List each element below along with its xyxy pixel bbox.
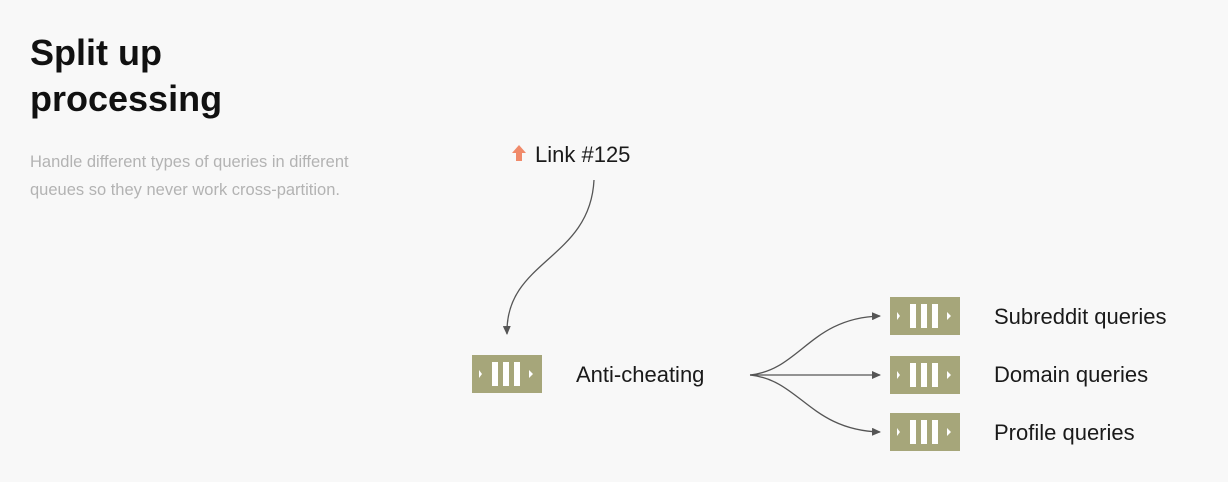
queue-icon <box>890 356 960 394</box>
domain-queue: Domain queries <box>890 356 1148 394</box>
connector-to-subreddit <box>749 312 881 376</box>
slide-title-line-1: Split up <box>30 32 162 73</box>
subreddit-queue-label: Subreddit queries <box>994 304 1166 329</box>
source-link: Link #125 <box>512 142 630 167</box>
slide-title-line-2: processing <box>30 78 223 119</box>
queue-icon <box>472 355 542 393</box>
source-link-label: Link #125 <box>535 142 630 167</box>
slide-description: Handle different types of queries in dif… <box>30 153 349 199</box>
anti-cheating-queue: Anti-cheating <box>472 355 704 393</box>
queue-icon <box>890 413 960 451</box>
connector-to-profile <box>749 374 881 436</box>
subreddit-queue: Subreddit queries <box>890 297 1166 335</box>
upvote-arrow-icon <box>512 145 526 161</box>
profile-queue: Profile queries <box>890 413 1135 451</box>
slide-title: Split up processing <box>30 30 222 122</box>
profile-queue-label: Profile queries <box>994 420 1135 445</box>
anti-cheating-label: Anti-cheating <box>576 362 704 387</box>
domain-queue-label: Domain queries <box>994 362 1148 387</box>
connector-link-to-anti-cheating <box>502 179 595 335</box>
queue-icon <box>890 297 960 335</box>
